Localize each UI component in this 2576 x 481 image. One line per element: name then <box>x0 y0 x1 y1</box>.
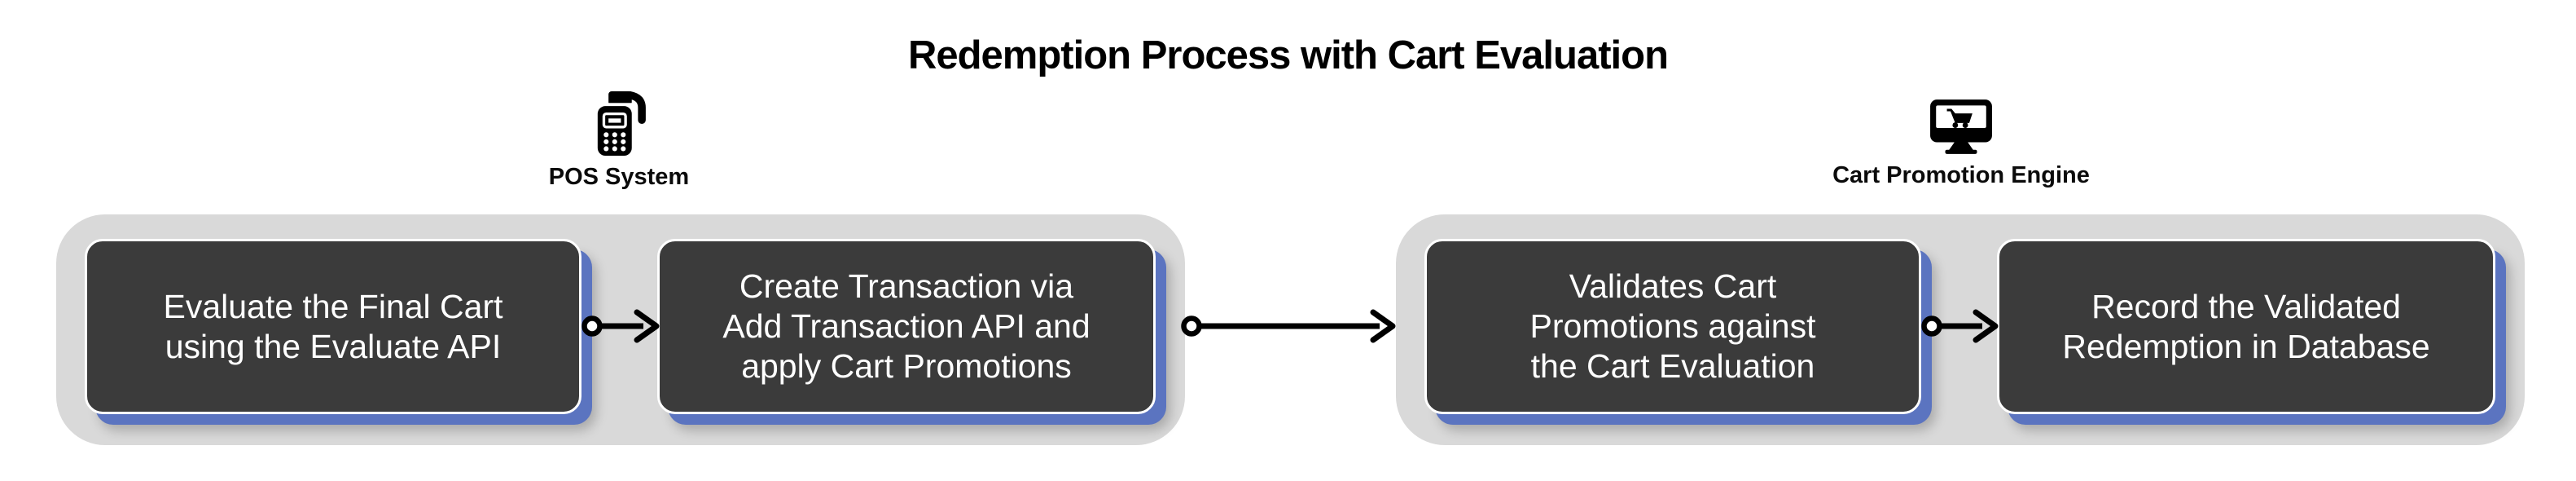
actor-label-cart-promotion-engine: Cart Promotion Engine <box>1832 162 2090 188</box>
actor-label-pos-system: POS System <box>548 164 690 190</box>
step-validates-cart-promotions: Validates Cart Promotions against the Ca… <box>1424 239 1921 414</box>
monitor-cart-icon <box>1930 99 1992 154</box>
step-evaluate-final-cart: Evaluate the Final Cart using the Evalua… <box>85 239 581 414</box>
diagram-title: Redemption Process with Cart Evaluation <box>907 33 1669 77</box>
step-record-redemption: Record the Validated Redemption in Datab… <box>1997 239 2495 414</box>
actor-pos-system: POS System <box>472 91 766 191</box>
step-create-transaction: Create Transaction via Add Transaction A… <box>657 239 1156 414</box>
actor-cart-promotion-engine: Cart Promotion Engine <box>1815 98 2108 189</box>
flow-arrow-2 <box>1181 309 1396 343</box>
pos-terminal-icon <box>597 91 646 157</box>
